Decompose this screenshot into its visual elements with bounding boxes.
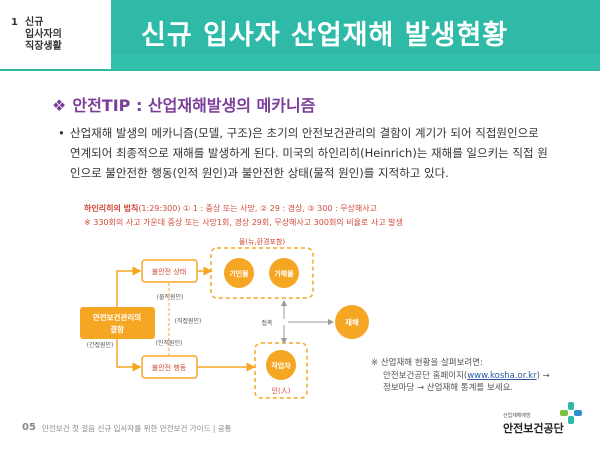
logo-name: 안전보건공단	[503, 422, 564, 435]
title-banner: 신규 입사자 산업재해 발생현황	[111, 0, 600, 69]
harm-circle	[269, 258, 299, 288]
body-paragraph: • 산업재해 발생의 메카니즘(모델, 구조)은 초기의 안전보건관리의 결함이…	[58, 123, 550, 183]
statistics-note: ※ 산업재해 현황을 살펴보려면: 안전보건공단 홈페이지(www.kosha.…	[371, 358, 550, 393]
unsafe-state-label: 불안전 상태	[152, 267, 186, 276]
bullet-icon: •	[58, 126, 65, 140]
diamond-icon: ❖	[52, 96, 67, 115]
machine-circle	[224, 258, 254, 288]
footer-text: 안전보건 첫 걸음 신규 입사자를 위한 안전보건 가이드 | 공통	[42, 424, 232, 433]
cross-logo-icon	[560, 402, 582, 424]
page-footer: 05 안전보건 첫 걸음 신규 입사자를 위한 안전보건 가이드 | 공통 산업…	[0, 402, 600, 450]
page-title: 신규 입사자 산업재해 발생현황	[141, 20, 509, 51]
environment-box	[210, 247, 314, 299]
kosha-logo: 산업재해예방 안전보건공단	[503, 402, 583, 446]
header-divider	[0, 69, 600, 71]
indirect-cause-tag: (간접원인)	[87, 341, 114, 349]
chapter-title: 신규 입사자의 직장생활	[25, 17, 62, 52]
environment-label: 물(뉴,환경포함)	[239, 237, 286, 246]
heinrich-note: ※ 330회의 사고 가운데 중상 또는 사망1회, 경상 29회, 무상해사고…	[84, 218, 403, 227]
root-cause-box	[80, 307, 155, 339]
unsafe-state-box	[141, 259, 198, 283]
root-cause-label-1: 안전보건관리의	[93, 312, 141, 322]
heinrich-law: 하인리히의 법칙(1:29:300) ① 1 : 중상 또는 사망, ② 29 …	[84, 204, 377, 213]
contact-label: 접촉	[261, 319, 273, 327]
page-header: 1 신규 입사자의 직장생활 신규 입사자 산업재해 발생현황	[0, 0, 600, 71]
direct-cause-tag: (직접원인)	[175, 317, 202, 325]
worker-label: 작업자	[271, 361, 291, 370]
logo-tagline: 산업재해예방	[503, 413, 531, 419]
connector-root-state	[116, 266, 142, 307]
material-cause-tag: (물적원인)	[157, 293, 184, 301]
unsafe-action-box	[141, 355, 198, 379]
page-number: 05	[22, 422, 36, 433]
accident-circle	[335, 305, 369, 339]
machine-label: 기인물	[229, 269, 249, 278]
worker-circle	[266, 350, 296, 380]
connector-root-action	[116, 339, 142, 372]
chapter-box: 1 신규 입사자의 직장생활	[0, 0, 111, 69]
worker-box	[254, 342, 308, 399]
unsafe-action-label: 불안전 행동	[152, 363, 187, 372]
kosha-link[interactable]: www.kosha.or.kr	[467, 370, 537, 381]
root-cause-label-2: 결함	[110, 324, 124, 334]
section-title: ❖안전TIP : 산업재해발생의 메카니즘	[52, 96, 316, 115]
harm-label: 가해물	[274, 269, 294, 278]
banner-stripe	[111, 54, 600, 69]
accident-label: 재해	[345, 317, 359, 327]
chapter-number: 1	[11, 17, 18, 28]
person-label: 인(人)	[272, 386, 291, 395]
